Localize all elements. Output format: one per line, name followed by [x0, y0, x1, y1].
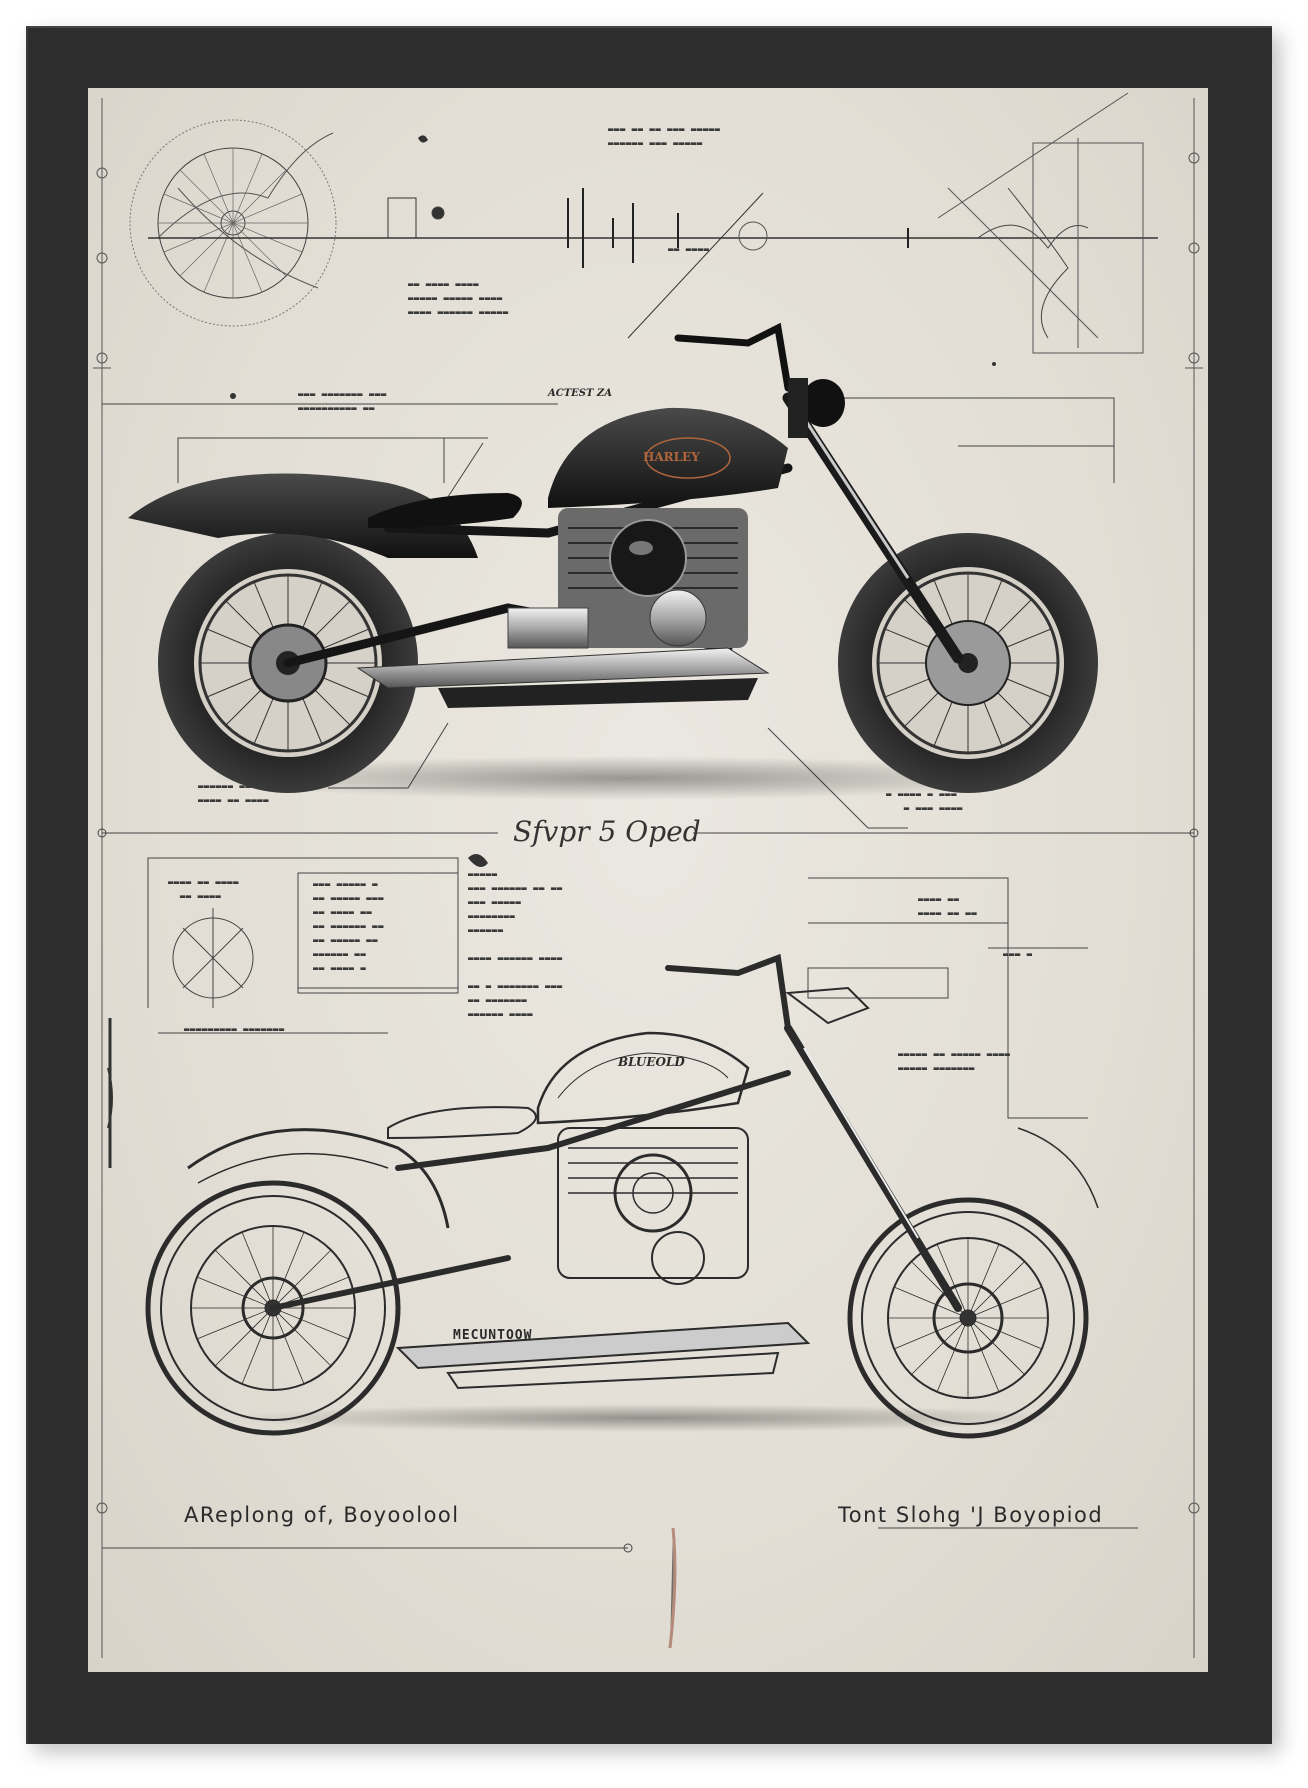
caption-front: ▬ ▬▬▬▬ ▬ ▬▬▬ ▬ ▬▬▬ ▬▬▬▬	[886, 790, 963, 814]
margin-rulers	[93, 98, 1203, 1658]
caption-lower-center: ▬▬▬▬▬▬▬▬ ▬▬▬▬▬▬ ▬▬ ▬▬▬▬▬ ▬▬▬▬▬▬▬▬▬▬▬▬▬▬▬…	[468, 870, 563, 1020]
lower-tank-logo: BLUEOLD	[618, 1055, 685, 1069]
caption-exhaust: ▬▬▬▬▬▬ ▬▬▬▬▬▬▬ ▬▬ ▬▬▬▬	[198, 782, 270, 806]
caption-lower-right: ▬▬▬▬ ▬▬▬▬▬▬ ▬▬ ▬▬	[918, 895, 978, 919]
bottom-right-title: Tont Slohg 'J Boyopiod	[838, 1503, 1104, 1527]
caption-lower-right-small: ▬▬▬ ▬	[1003, 950, 1033, 960]
caption-top-center: ▬▬▬ ▬▬ ▬▬ ▬▬▬ ▬▬▬▬▬▬▬▬▬▬▬ ▬▬▬ ▬▬▬▬▬	[608, 125, 721, 149]
center-title: Sfvpr 5 Oped	[513, 815, 701, 848]
lower-stamp: MECUNTOOW	[453, 1328, 533, 1343]
top-schematic	[102, 92, 1158, 405]
caption-seat: ▬▬▬ ▬▬▬▬▬▬▬ ▬▬▬▬▬▬▬▬▬▬▬▬▬ ▬▬	[298, 390, 387, 414]
center-divider	[97, 828, 1199, 838]
blueprint-drawing	[93, 92, 1203, 1658]
lower-schematic	[102, 857, 1138, 1553]
stain	[668, 1527, 677, 1649]
caption-spec-list: ▬▬▬ ▬▬▬▬▬ ▬▬▬ ▬▬▬▬▬ ▬▬▬▬▬ ▬▬▬▬ ▬▬▬▬ ▬▬▬▬…	[313, 880, 385, 974]
caption-lower-bottom: ▬▬▬▬▬▬▬▬▬ ▬▬▬▬▬▬▬	[184, 1025, 285, 1035]
caption-lower-left: ▬▬▬▬ ▬▬ ▬▬▬▬ ▬▬ ▬▬▬▬	[168, 878, 240, 902]
ink-marks	[230, 135, 996, 867]
caption-top-mid: ▬▬ ▬▬▬▬	[668, 245, 710, 255]
caption-lower-right-2: ▬▬▬▬▬ ▬▬ ▬▬▬▬▬ ▬▬▬▬▬▬▬▬▬ ▬▬▬▬▬▬▬	[898, 1050, 1011, 1074]
bottom-left-title: AReplong of, Boyoolool	[184, 1503, 460, 1527]
caption-top-left: ▬▬ ▬▬▬▬ ▬▬▬▬▬▬▬▬▬ ▬▬▬▬▬ ▬▬▬▬▬▬▬▬ ▬▬▬▬▬▬ …	[408, 280, 509, 318]
upper-motorcycle	[128, 322, 1098, 800]
upper-tank-logo: HARLEY	[643, 450, 700, 464]
blueprint-paper: ▬▬ ▬▬▬▬ ▬▬▬▬▬▬▬▬▬ ▬▬▬▬▬ ▬▬▬▬▬▬▬▬ ▬▬▬▬▬▬ …	[88, 88, 1208, 1672]
motor-label: ACTEST ZA	[548, 388, 612, 399]
lower-motorcycle	[145, 953, 1099, 1439]
